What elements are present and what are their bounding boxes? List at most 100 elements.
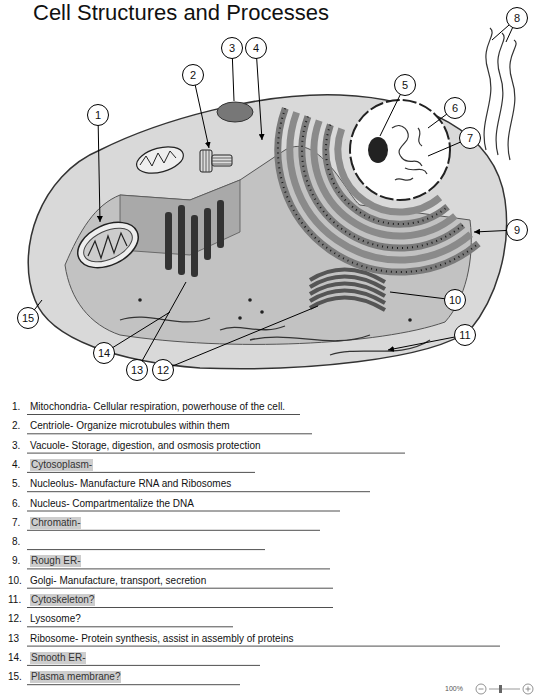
ribosome [238,316,242,320]
callout-number: 6 [452,102,458,115]
callout-number: 6 [444,97,466,119]
zoom-level: 100% [445,684,463,693]
tube [165,212,172,270]
answer-rule [27,588,333,589]
answer-rule [27,453,405,454]
answer-text: Mitochondria- Cellular respiration, powe… [30,401,285,413]
answer-text: Golgi- Manufacture, transport, secretion [30,575,206,587]
callout-number: 15 [17,307,39,329]
leader-line [98,115,100,222]
zoom-in-icon [528,687,529,692]
callout-number: 14 [98,347,110,360]
row-number: 3. [12,440,20,452]
answer-rule [27,530,320,531]
row-number: 11. [8,594,21,606]
tube [178,205,185,275]
callout-number: 10 [449,294,461,307]
tube [204,208,211,260]
cell-membrane [28,95,506,369]
callout-circle [507,220,528,241]
leader-line [163,306,318,370]
cristae [88,233,127,258]
callout-circle [246,38,267,59]
callout-number: 13 [126,359,148,381]
callout-number: 14 [93,342,115,364]
callout-number: 8 [506,7,528,29]
row-number: 8. [12,536,20,548]
mitochondrion [71,213,146,276]
callout-number: 4 [245,37,267,59]
zoom-control [476,684,533,694]
row-number: 15. [8,671,22,683]
microtubules [203,150,232,172]
callout-circle [18,308,39,329]
zoom-slider [489,689,520,690]
row-number: 12. [8,613,22,625]
answer-text: Smooth ER- [30,652,86,664]
leader-line [104,312,170,353]
answer-rule [27,568,330,569]
row-number: 9. [12,555,20,567]
answer-text: Chromatin- [30,517,81,529]
ribosome [408,318,412,322]
callout-number: 9 [514,224,520,237]
callout-number: 1 [95,109,101,122]
answer-rule [27,607,333,608]
answer-rule [27,626,233,627]
callout-circle [460,128,481,149]
golgi-sac [310,297,385,310]
callout-circle [183,65,204,86]
row-number: 2. [12,420,20,432]
callout-circle [127,360,148,381]
answer-rule [27,665,260,666]
leader-line [256,48,262,140]
row-number: 6. [12,498,20,510]
chromatin [392,125,427,180]
callout-number: 5 [394,74,416,96]
callout-number: 9 [506,219,528,241]
callout-number: 2 [182,64,204,86]
callout-circle [153,360,174,381]
callout-number: 11 [459,329,470,342]
callout-circle [88,105,109,126]
zoom-in-icon [523,684,533,694]
answer-text: Plasma membrane? [30,671,121,683]
callout-number: 1 [87,104,109,126]
callout-number: 11 [454,324,476,346]
free-ribosomes [138,298,412,322]
callout-number: 12 [157,364,169,377]
answer-text: Lysosome? [30,613,81,625]
zoom-out-icon [479,689,484,690]
callout-number: 3 [229,42,235,55]
cytoskeleton [120,317,430,355]
page-title: Cell Structures and Processes [33,0,329,26]
answer-text: Centriole- Organize microtubules within … [30,420,230,432]
answer-rule [27,511,340,512]
leader-lines [28,18,517,370]
row-number: 13 [8,633,19,645]
answer-rules [27,415,500,685]
callout-circle [445,290,466,311]
ribosome [248,298,252,302]
callout-number: 8 [514,12,520,25]
tube [217,200,224,248]
leader-line [193,75,209,148]
mitochondrion-inner [79,221,138,268]
row-number: 4. [12,459,20,471]
callout-circle [222,38,243,59]
callout-circle [507,8,528,29]
callout-number: 4 [253,42,259,55]
callout-number: 3 [221,37,243,59]
nucleus [350,100,450,200]
row-number: 5. [12,478,20,490]
answer-rule [27,646,500,647]
callout-circle [395,75,416,96]
row-number: 7. [12,517,20,529]
answer-rule [27,414,300,415]
row-number: 10. [8,575,22,587]
answer-rule [27,684,240,685]
callout-number: 2 [190,69,196,82]
leader-line [388,335,465,350]
row-number: 14. [8,652,22,664]
answer-text: Cytosoplasm- [30,459,93,471]
